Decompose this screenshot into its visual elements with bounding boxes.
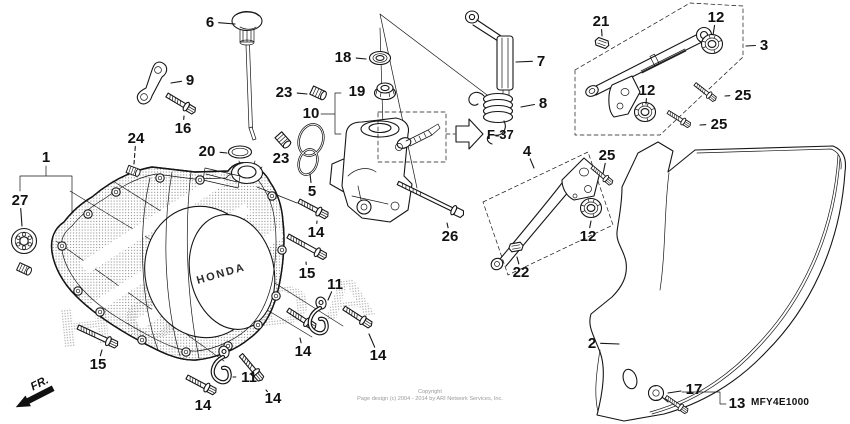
- callout-6-0[interactable]: 6: [206, 14, 214, 31]
- leader-line-17: [667, 390, 682, 394]
- bearing: [10, 227, 38, 255]
- hex-nut: [507, 241, 525, 253]
- callout-14-35[interactable]: 14: [195, 397, 212, 414]
- callout-21-1[interactable]: 21: [593, 13, 610, 30]
- leader-line-15: [99, 349, 103, 357]
- sealing-washer: [368, 50, 392, 66]
- callout-4-18[interactable]: 4: [523, 143, 532, 160]
- copyright-line1: Copyright: [418, 389, 442, 395]
- callout-27-21[interactable]: 27: [12, 192, 29, 209]
- callout-14-24[interactable]: 14: [308, 224, 325, 241]
- callout-25-14[interactable]: 25: [711, 116, 728, 133]
- callout-25-20[interactable]: 25: [599, 147, 616, 164]
- leader-line-22: [516, 256, 520, 265]
- callout-23-7[interactable]: 23: [276, 84, 293, 101]
- callout-15-27[interactable]: 15: [299, 265, 316, 282]
- leader-line-14: [265, 389, 268, 393]
- callout-23-19[interactable]: 23: [273, 150, 290, 167]
- leader-line-23: [296, 92, 308, 95]
- fr-direction: FR.: [15, 374, 55, 408]
- leader-line-18: [355, 57, 367, 60]
- dowel-pin: [274, 131, 293, 150]
- leader-line-8: [520, 103, 536, 108]
- leader-line-25: [602, 162, 606, 175]
- crankcase-cover: HONDA: [50, 160, 287, 361]
- pivot-bolt: [396, 180, 465, 219]
- leader-line-5: [309, 173, 312, 184]
- link-arm: [464, 10, 514, 101]
- callout-14-30[interactable]: 14: [295, 343, 312, 360]
- filler-ring: [227, 145, 253, 159]
- leader-line-11: [327, 291, 333, 301]
- callout-10-12[interactable]: 10: [303, 105, 320, 122]
- o-rings: [297, 123, 325, 176]
- callout-13-37[interactable]: 13: [729, 395, 746, 412]
- leader-line-3: [745, 44, 756, 47]
- dowel-pin: [309, 85, 329, 102]
- washer-screw: [647, 384, 669, 403]
- leader-line-7: [515, 60, 533, 63]
- leader-line-14: [368, 333, 376, 348]
- oil-tank-assembly: [329, 117, 413, 223]
- leader-line-14: [299, 337, 302, 344]
- callout-16-13[interactable]: 16: [175, 120, 192, 137]
- hex-nut: [593, 36, 611, 50]
- callout-1-17[interactable]: 1: [42, 149, 50, 166]
- callout-18-4[interactable]: 18: [335, 49, 352, 66]
- callout-14-34[interactable]: 14: [265, 390, 282, 407]
- callout-17-36[interactable]: 17: [686, 381, 703, 398]
- upper-bracket-assembly: [574, 2, 744, 136]
- callout-11-33[interactable]: 11: [241, 369, 257, 386]
- callout-22-26[interactable]: 22: [513, 264, 530, 281]
- stay-bracket: [136, 61, 168, 105]
- callout-20-16[interactable]: 20: [199, 143, 216, 160]
- callout-5-22[interactable]: 5: [308, 183, 316, 200]
- callout-26-25[interactable]: 26: [442, 228, 459, 245]
- callout-11-28[interactable]: 11: [327, 276, 343, 293]
- callout-14-31[interactable]: 14: [370, 347, 387, 364]
- rubber-grommet: [700, 33, 724, 55]
- rubber-grommet: [579, 197, 603, 219]
- leader-line-20: [219, 151, 228, 154]
- valve-detail-box: [377, 111, 456, 163]
- leader-line-26: [446, 222, 449, 229]
- flange-bolt: [163, 90, 198, 117]
- side-cover: [589, 141, 847, 422]
- return-spring: [468, 91, 514, 145]
- callout-2-29[interactable]: 2: [588, 335, 596, 352]
- callout-24-15[interactable]: 24: [128, 130, 145, 147]
- oil-dipstick: [231, 10, 263, 141]
- callout-15-32[interactable]: 15: [90, 356, 107, 373]
- callout-12-23[interactable]: 12: [580, 228, 597, 245]
- callout-12-9[interactable]: 12: [639, 82, 656, 99]
- leader-line-24: [133, 145, 136, 165]
- copyright-line2: Page design (c) 2004 - 2014 by ARI Netwo…: [357, 396, 503, 402]
- side-bracket-assembly: [482, 151, 614, 276]
- leader-brackets: [19, 92, 727, 405]
- leader-line-27: [20, 207, 23, 227]
- leader-line-6: [218, 22, 236, 25]
- flange-nut: [373, 82, 397, 101]
- dowel-pin: [16, 262, 34, 277]
- flange-bolt: [296, 196, 331, 222]
- leader-line-12: [712, 24, 716, 36]
- callout-7-5[interactable]: 7: [537, 53, 545, 70]
- leader-line-4: [529, 158, 535, 169]
- leader-line-2: [600, 342, 620, 345]
- leader-line-12: [589, 220, 592, 229]
- cover-filler-neck: [202, 160, 264, 189]
- callout-8-11[interactable]: 8: [539, 95, 547, 112]
- leader-line-9: [170, 80, 183, 84]
- callout-19-8[interactable]: 19: [349, 83, 366, 100]
- diagram-code: MFY4E1000: [751, 397, 809, 408]
- rubber-grommet: [633, 101, 657, 123]
- callout-9-6[interactable]: 9: [186, 72, 194, 89]
- callout-3-3[interactable]: 3: [760, 37, 768, 54]
- callout-25-10[interactable]: 25: [735, 87, 752, 104]
- callout-12-2[interactable]: 12: [708, 9, 725, 26]
